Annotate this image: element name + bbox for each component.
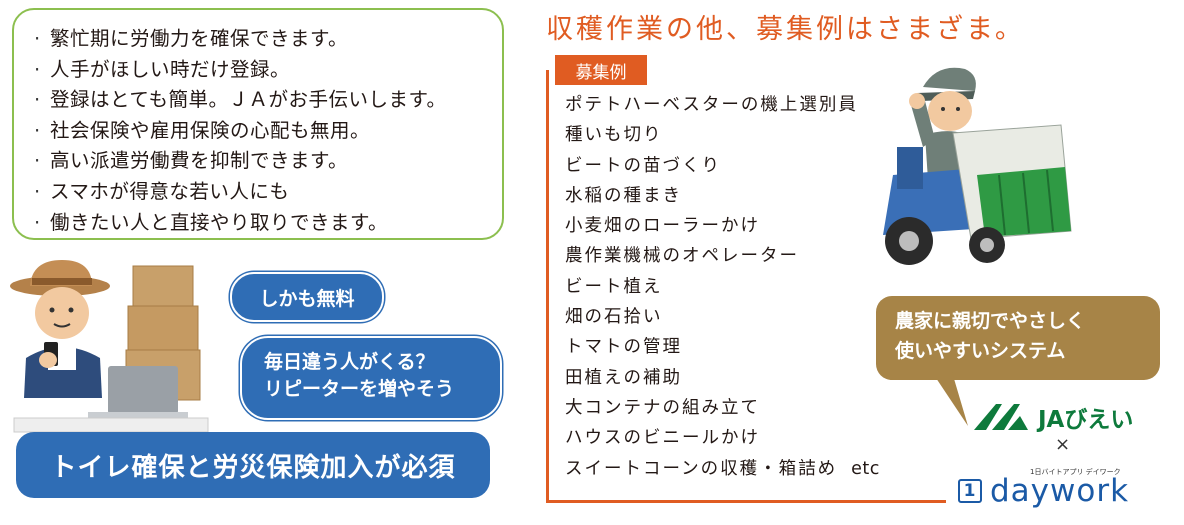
farmer-with-laptop-image [10,260,209,433]
recruit-tag: 募集例 [555,55,647,85]
recruit-item: 大コンテナの組み立て [565,397,760,418]
recruit-item: 畑の石拾い [565,307,663,328]
benefit-item: ·高い派遣労働費を抑制できます。 [34,149,349,173]
recruit-item: 田植えの補助 [565,367,682,388]
free-speech-bubble: しかも無料 [230,272,384,322]
recruit-item: ビートの苗づくり [565,155,721,176]
benefit-item: ·繁忙期に労働力を確保できます。 [34,27,349,50]
recruit-item: 種いも切り [565,125,663,146]
daywork-box-icon: 1 [958,479,982,503]
recruit-frame-bottom-line [546,500,946,503]
recruit-item: 小麦畑のローラーかけ [565,216,760,237]
promo-speech-bubble: 農家に親切でやさしく 使いやすいシステム [876,296,1160,380]
recruit-item: ポテトハーベスターの機上選別員 [565,95,858,115]
recruit-item: 水稲の種まき [565,185,682,206]
recruit-item: 農作業機械のオペレーター [565,246,799,267]
benefit-item: ·働きたい人と直接やり取りできます。 [34,210,389,234]
cross-symbol: × [1055,434,1071,455]
recruit-item: ハウスのビニールかけ [565,428,760,449]
daywork-tagline: 1日バイトアプリ デイワーク [1030,468,1121,476]
ja-mark-icon [974,404,1028,430]
daywork-logo: 1 daywork [958,473,1129,509]
requirement-banner: トイレ確保と労災保険加入が必須 [16,432,490,498]
etc-label: etc [851,458,880,479]
recruit-item: ビート植え [565,276,663,297]
recruit-headline: 収穫作業の他、募集例はさまざま。 [546,14,1025,45]
recruit-list: ポテトハーベスターの機上選別員 種いも切り ビートの苗づくり 水稲の種まき 小麦… [565,90,880,484]
promo-bubble-tail [932,372,968,426]
recruit-frame-left-line [546,70,549,502]
benefits-box: ·繁忙期に労働力を確保できます。 ·人手がほしい時だけ登録。 ·登録はとても簡単… [12,8,504,240]
benefit-item: ·社会保険や雇用保険の心配も無用。 [34,118,371,142]
benefit-item: ·登録はとても簡単。ＪＡがお手伝いします。 [34,88,447,112]
farmer-illustration: しかも無料 毎日違う人がくる？ リピーターを増やそう [8,258,528,518]
ja-biei-logo: JAびえい [972,400,1133,434]
tractor-worker-image [883,67,1072,265]
daywork-logo-text: daywork [990,473,1130,509]
repeat-speech-bubble: 毎日違う人がくる？ リピーターを増やそう [240,336,502,420]
recruit-item: トマトの管理 [565,337,682,358]
benefits-list: ·繁忙期に労働力を確保できます。 ·人手がほしい時だけ登録。 ·登録はとても簡単… [34,24,502,238]
benefit-item: ·スマホが得意な若い人にも [34,179,290,203]
benefit-item: ·人手がほしい時だけ登録。 [34,57,291,81]
